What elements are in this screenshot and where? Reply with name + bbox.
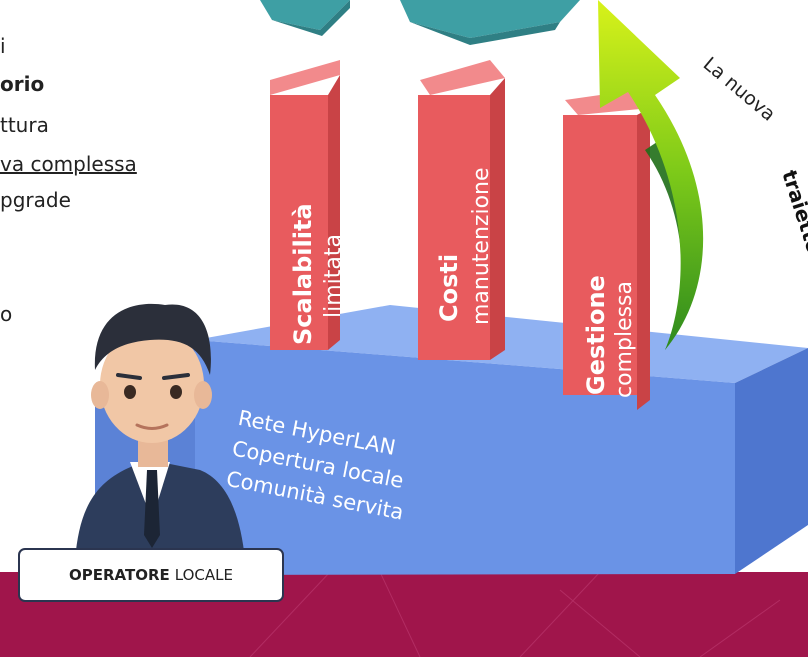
operator-badge: OPERATORE LOCALE <box>18 548 284 602</box>
pillar-2-light: manutenzione <box>469 167 494 325</box>
pillar-2 <box>418 60 505 360</box>
arrow-label-bold: traiettoria <box>777 167 808 285</box>
badge-bold: OPERATORE <box>69 566 170 584</box>
top-blocks <box>260 0 580 45</box>
growth-arrow-icon <box>598 0 704 350</box>
badge-light: LOCALE <box>174 566 233 584</box>
left-text-line-5: pgrade <box>0 188 71 212</box>
left-text-line-4: va complessa <box>0 152 137 176</box>
left-text-line-6: o <box>0 302 13 326</box>
left-text-line-2: orio <box>0 72 45 96</box>
pillar-1 <box>270 60 340 350</box>
pillar-2-bold: Costi <box>435 254 463 322</box>
pillar-1-bold: Scalabilità <box>289 203 317 345</box>
pillar-3-light: complessa <box>612 281 637 398</box>
left-text-line-1: i <box>0 34 6 58</box>
pillar-1-light: limitata <box>321 234 346 318</box>
businessman-avatar <box>75 303 245 560</box>
pillar-3-bold: Gestione <box>582 275 610 395</box>
arrow-label-light: La nuova <box>699 53 780 126</box>
left-text-line-3: ttura <box>0 113 49 137</box>
